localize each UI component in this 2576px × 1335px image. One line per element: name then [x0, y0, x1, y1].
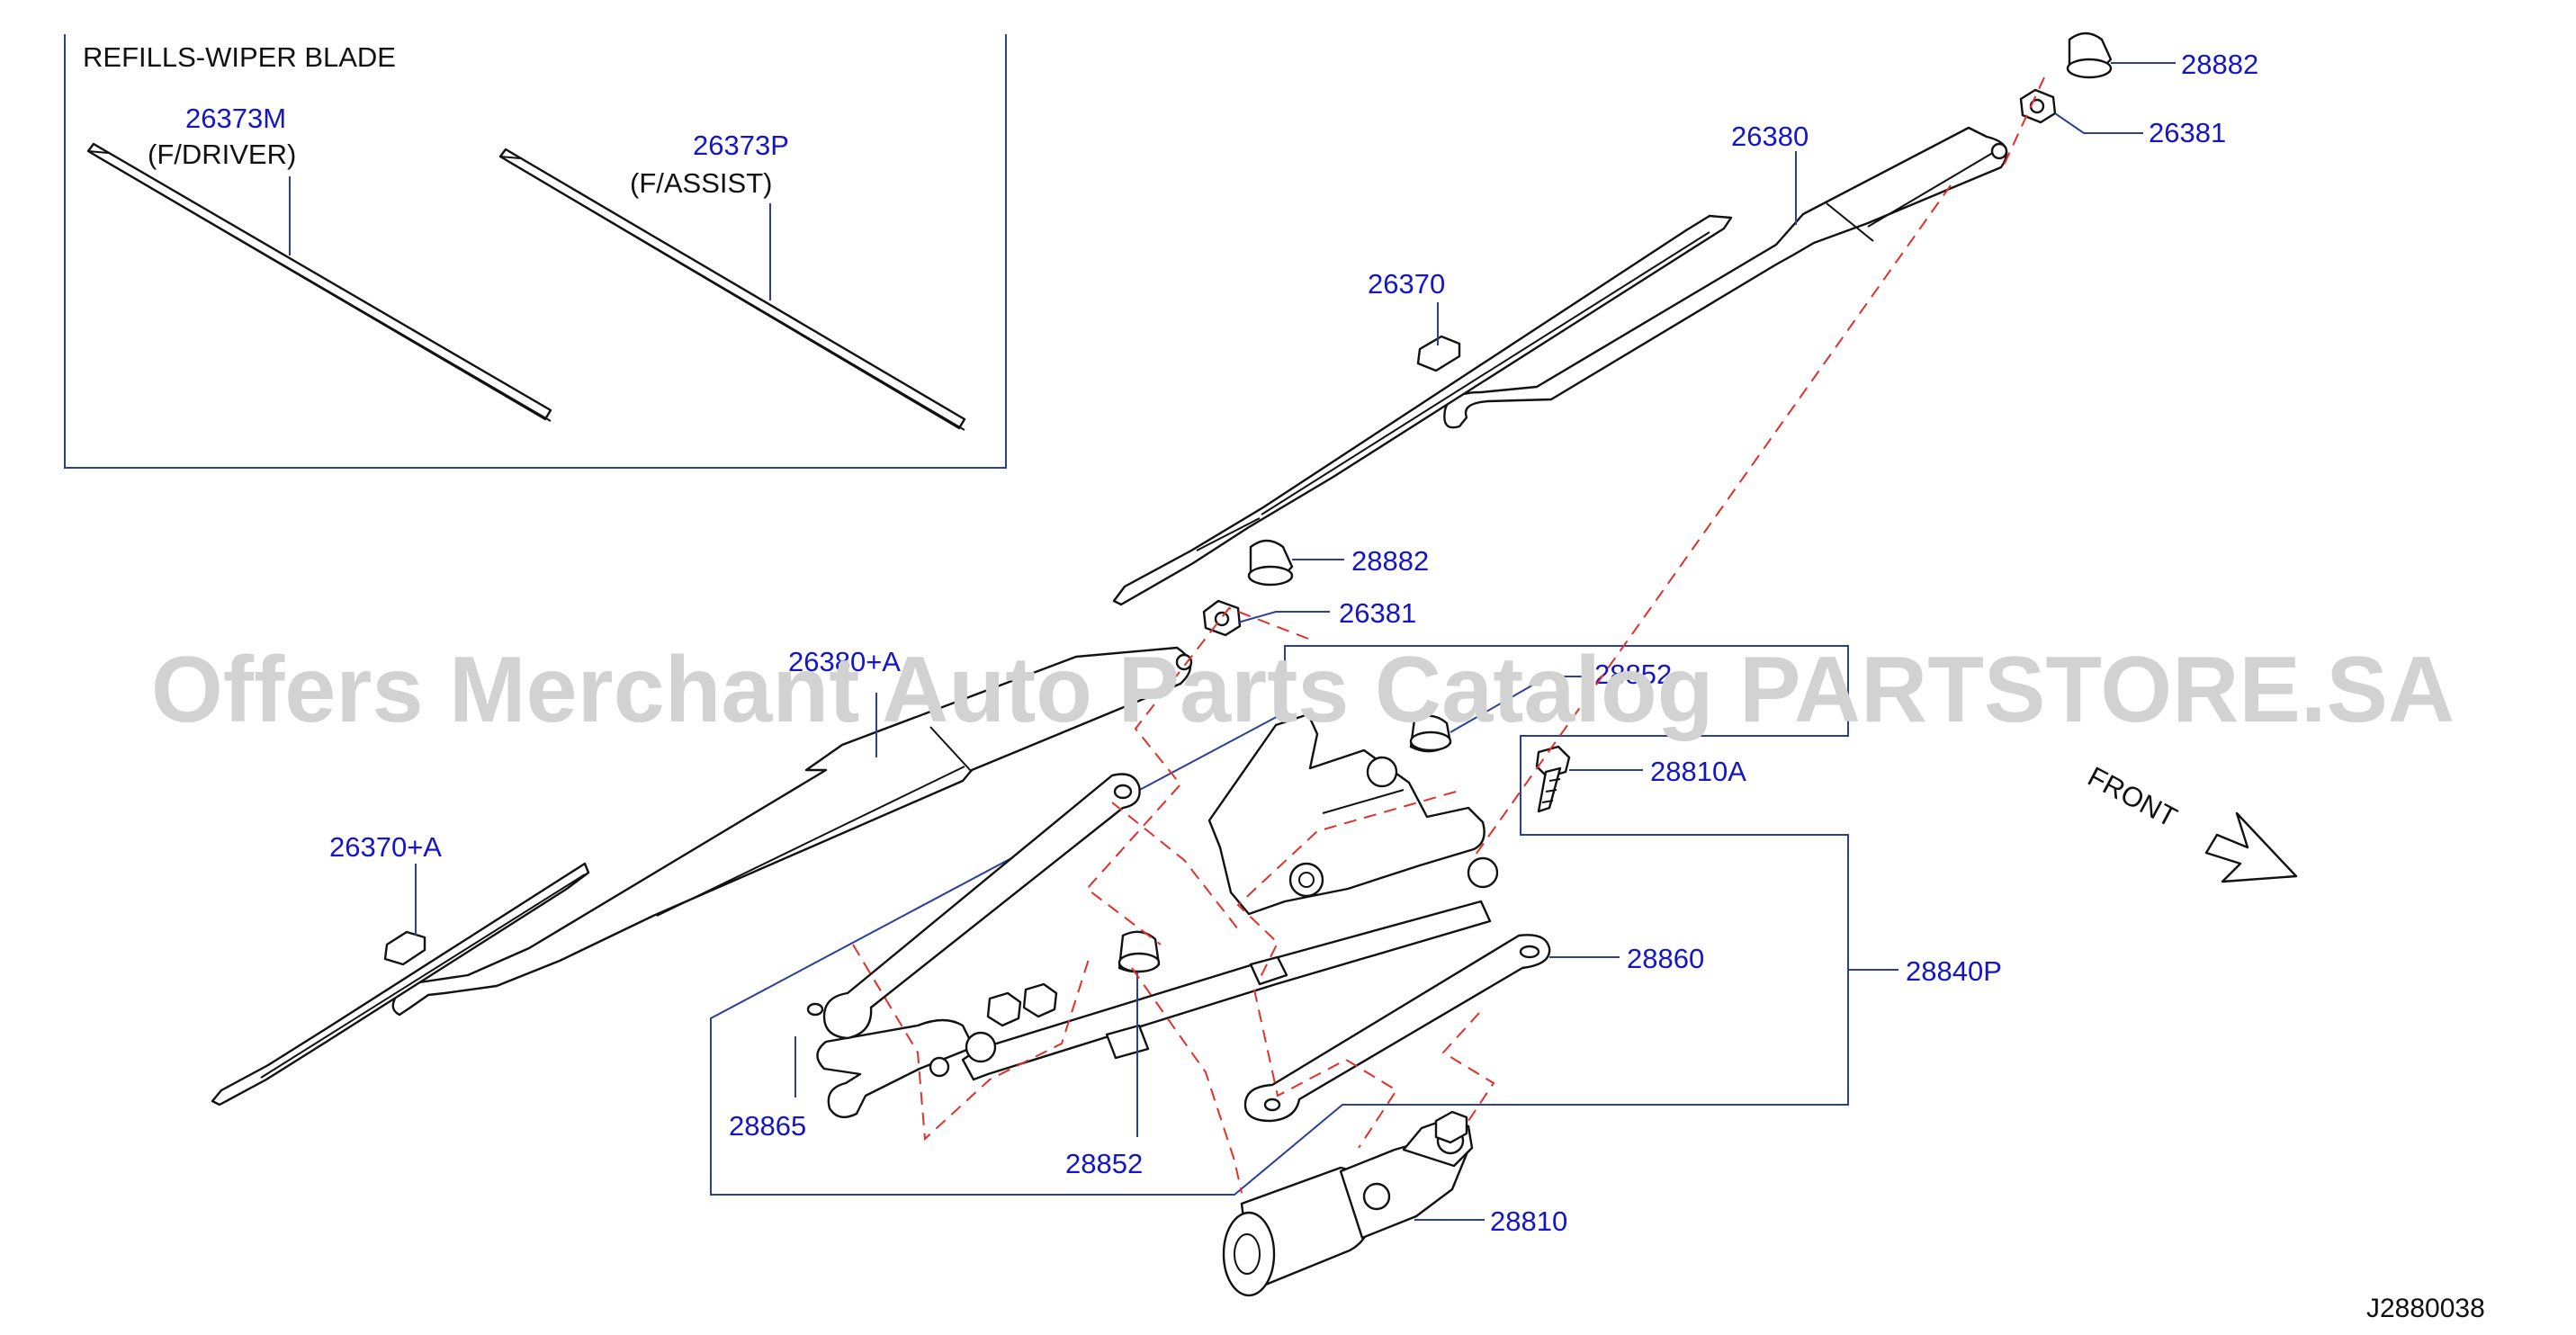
part-number-26381-upper[interactable]: 26381 [2149, 117, 2226, 148]
leader-nut-lower [1237, 611, 1330, 623]
leader-nut-upper [2054, 112, 2143, 134]
part-number-26381-lower[interactable]: 26381 [1339, 597, 1416, 629]
front-direction: FRONT [2083, 760, 2298, 883]
part-number-28852-lower[interactable]: 28852 [1065, 1148, 1143, 1179]
link-rod-left-illustration [806, 773, 1141, 1040]
watermark-text: Offers Merchant Auto Parts Catalog PARTS… [151, 638, 2455, 742]
part-number-26380[interactable]: 26380 [1731, 121, 1809, 152]
linkage-pivot-illustration [1207, 712, 1499, 916]
inset-title: REFILLS-WIPER BLADE [83, 41, 396, 73]
bracket-28840P [710, 645, 1849, 1196]
part-number-28860[interactable]: 28860 [1627, 943, 1704, 974]
linkage-crank-left-illustration [816, 982, 1058, 1119]
bushing-upper-illustration [1409, 714, 1452, 753]
part-number-26373P[interactable]: 26373P [693, 130, 789, 161]
refill-assist-note: (F/ASSIST) [630, 167, 772, 199]
refills-inset: REFILLS-WIPER BLADE 26373M (F/DRIVER) 26… [64, 34, 1007, 469]
part-number-28882-upper[interactable]: 28882 [2181, 49, 2258, 80]
wiper-motor-illustration [1222, 1110, 1474, 1297]
refill-driver-note: (F/DRIVER) [148, 139, 296, 170]
front-label: FRONT [2083, 760, 2183, 833]
part-number-28865[interactable]: 28865 [729, 1110, 806, 1142]
bushing-lower-illustration [1117, 930, 1161, 973]
part-number-26370A[interactable]: 26370+A [329, 831, 442, 863]
wiper-arm-driver-illustration [391, 646, 1193, 1017]
part-number-28882-lower[interactable]: 28882 [1351, 545, 1429, 577]
assembly-dashed-lines [852, 76, 2045, 1194]
part-number-28840P[interactable]: 28840P [1906, 955, 2002, 987]
part-number-26373M[interactable]: 26373M [185, 103, 286, 134]
link-rod-right-illustration [1243, 934, 1551, 1123]
front-arrow-icon [2204, 811, 2298, 883]
nut-lower-illustration [1202, 599, 1242, 637]
refill-driver-illustration [86, 142, 552, 422]
wiper-arm-assist-illustration [1443, 126, 2008, 429]
cap-lower-illustration [1247, 539, 1294, 587]
document-code: J2880038 [2366, 1294, 2485, 1323]
wiper-blade-assist-illustration [1112, 214, 1733, 606]
part-number-26370[interactable]: 26370 [1368, 268, 1445, 300]
wiper-blade-driver-illustration [211, 862, 590, 1107]
inset-frame [64, 34, 1007, 469]
part-number-26380A[interactable]: 26380+A [788, 646, 901, 677]
part-number-28852-upper[interactable]: 28852 [1594, 659, 1672, 690]
cap-upper-illustration [2066, 31, 2113, 79]
leader-28852-upper [1450, 676, 1589, 733]
part-number-28810[interactable]: 28810 [1490, 1205, 1567, 1237]
part-number-28810A[interactable]: 28810A [1650, 756, 1746, 787]
refill-assist-illustration [498, 148, 966, 431]
bolt-illustration [1535, 745, 1571, 813]
